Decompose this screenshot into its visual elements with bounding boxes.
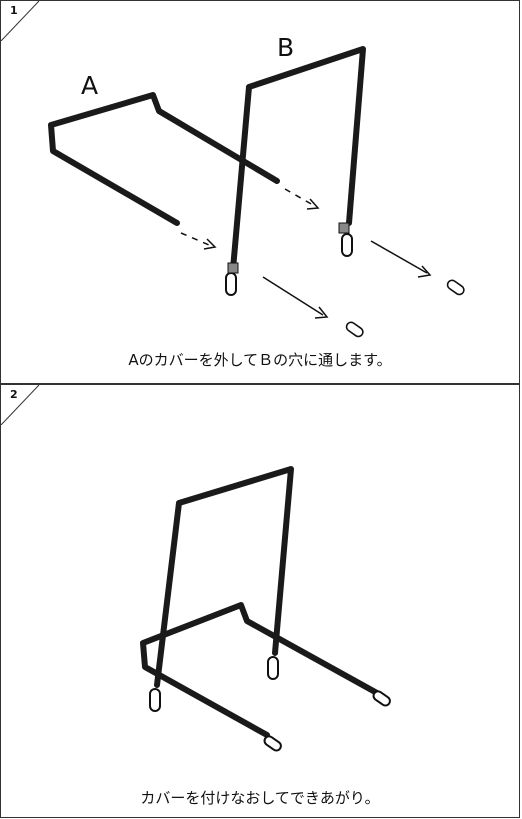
arrow-b-left-head <box>314 306 329 319</box>
step-2-number: 2 <box>10 388 18 401</box>
label-b: B <box>277 33 295 62</box>
arrow-a-upper-head <box>306 198 320 210</box>
step-2-corner-mark <box>1 385 40 425</box>
cap-a-left <box>263 735 282 752</box>
step-1-number: 1 <box>10 4 18 17</box>
arrow-b-left <box>262 276 324 316</box>
removed-cap-right <box>446 279 465 296</box>
step-2-caption: カバーを付けなおしてできあがり。 <box>140 789 380 807</box>
step-1-corner-mark <box>1 1 40 41</box>
stand-b-right-tip <box>341 233 353 257</box>
stand-b-left-tip <box>225 272 237 296</box>
arrow-b-right-head <box>417 265 432 278</box>
step-1-caption: Aのカバーを外してＢの穴に通します。 <box>128 351 392 369</box>
arrow-a-lower <box>180 232 210 246</box>
assembled-a-wire <box>140 602 380 738</box>
stand-b-wire <box>230 46 366 272</box>
arrow-a-lower-head <box>203 238 217 250</box>
step-2-panel: 2 カバーを付けなおしてできあがり。 <box>0 384 520 818</box>
stand-a-wire <box>48 92 280 226</box>
cap-a-right <box>372 690 391 707</box>
cap-b-right <box>267 656 279 680</box>
stand-b-right-collar <box>338 222 350 234</box>
label-a: A <box>81 71 99 100</box>
cap-b-left <box>149 688 161 712</box>
arrow-b-right <box>370 240 428 274</box>
arrow-a-upper <box>284 188 314 206</box>
stand-b-left-collar <box>227 262 239 274</box>
step-1-panel: 1 <box>0 0 520 384</box>
step-2-diagram <box>140 466 391 752</box>
step-1-diagram <box>48 46 465 338</box>
assembled-b-wire <box>154 466 294 688</box>
removed-cap-left <box>345 321 364 338</box>
